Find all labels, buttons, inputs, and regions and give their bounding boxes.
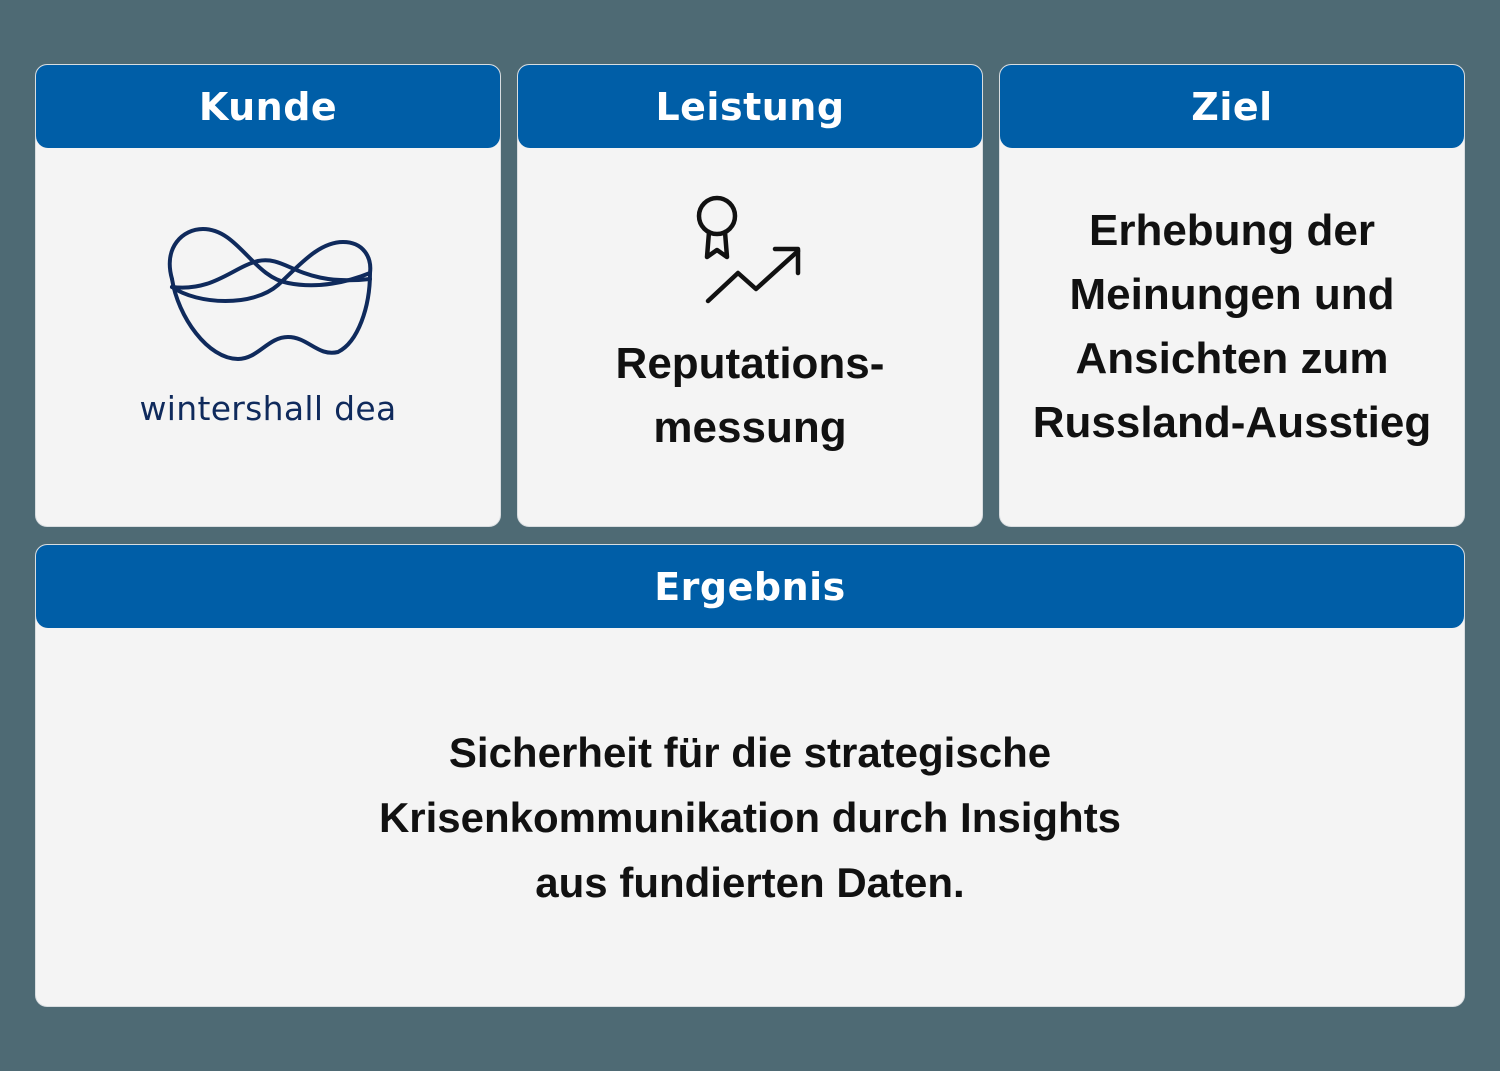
leistung-line-1: Reputations- [615, 339, 885, 388]
card-kunde-header: Kunde [36, 65, 500, 148]
card-ergebnis: Ergebnis Sicherheit für die strategische… [35, 544, 1465, 1007]
wintershall-dea-logo-icon [167, 226, 373, 361]
card-ziel: Ziel Erhebung der Meinungen und Ansichte… [999, 64, 1465, 527]
card-leistung: Leistung Reputations- messung [517, 64, 983, 527]
ziel-line-3: Ansichten zum [1075, 334, 1389, 383]
result-line-2: Krisenkommunikation durch Insights [378, 793, 1122, 841]
ziel-line-1: Erhebung der [1088, 206, 1376, 255]
award-growth-icon [696, 195, 801, 304]
client-logo-text: wintershall dea [139, 388, 397, 428]
card-leistung-header: Leistung [518, 65, 982, 148]
ziel-line-4: Russland-Ausstieg [1032, 398, 1432, 447]
card-ergebnis-header: Ergebnis [36, 545, 1464, 628]
result-line-1: Sicherheit für die strategische [448, 728, 1052, 776]
result-line-3: aus fundierten Daten. [535, 858, 965, 906]
card-kunde-body: wintershall dea [36, 148, 500, 526]
card-ziel-header: Ziel [1000, 65, 1464, 148]
card-ergebnis-body: Sicherheit für die strategische Krisenko… [36, 628, 1464, 1006]
card-leistung-body: Reputations- messung [518, 148, 982, 526]
card-ziel-body: Erhebung der Meinungen und Ansichten zum… [1000, 148, 1464, 526]
leistung-line-2: messung [653, 403, 847, 452]
card-kunde: Kunde wintershall dea [35, 64, 501, 527]
ziel-line-2: Meinungen und [1069, 270, 1395, 319]
